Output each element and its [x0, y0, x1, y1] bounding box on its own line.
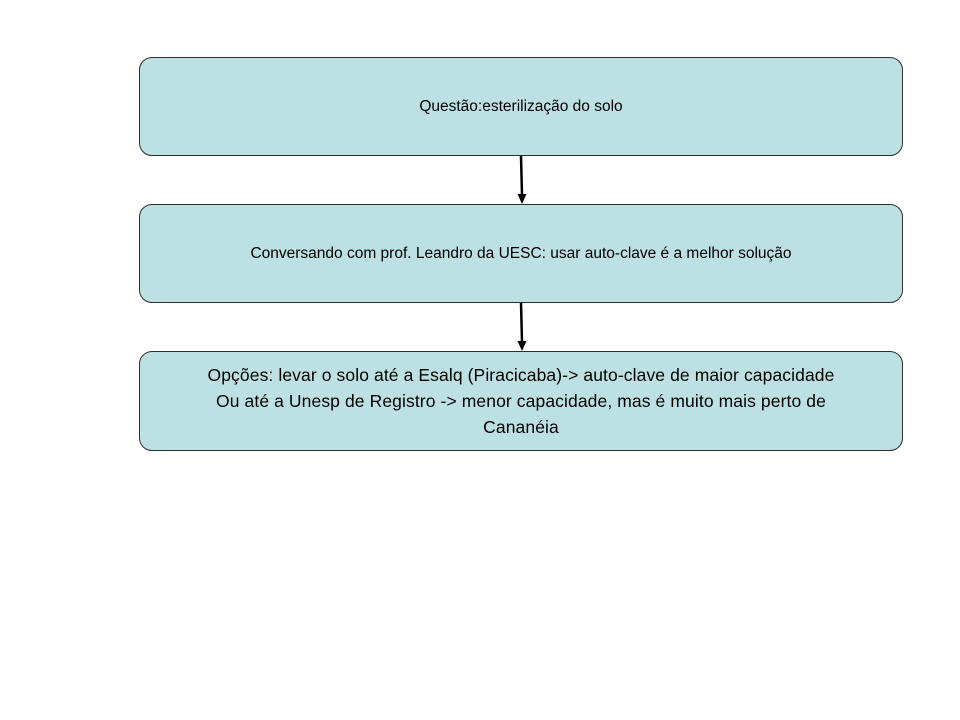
options-line-3: Cananéia — [483, 417, 559, 437]
question-line-1: Questão:esterilização do solo — [419, 97, 623, 115]
arrow-2-shaft — [519, 302, 524, 343]
question-text: Questão:esterilização do solo — [419, 97, 622, 117]
arrow-1-shaft — [519, 155, 524, 196]
arrow-question-to-conversation — [517, 155, 527, 204]
arrow-2-head — [517, 341, 527, 351]
arrow-conversation-to-options — [517, 302, 527, 351]
conversation-text: Conversando com prof. Leandro da UESC: u… — [250, 244, 791, 264]
options-text: Opções: levar o solo até a Esalq (Piraci… — [208, 362, 835, 440]
options-line-2: Ou até a Unesp de Registro -> menor capa… — [216, 391, 826, 411]
options-box: Opções: levar o solo até a Esalq (Piraci… — [139, 351, 903, 451]
conversation-box: Conversando com prof. Leandro da UESC: u… — [139, 204, 903, 303]
arrow-1-head — [517, 194, 527, 204]
options-line-1: Opções: levar o solo até a Esalq (Piraci… — [207, 365, 835, 385]
conversation-line-1: Conversando com prof. Leandro da UESC: u… — [250, 244, 792, 262]
question-box: Questão:esterilização do solo — [139, 57, 903, 156]
